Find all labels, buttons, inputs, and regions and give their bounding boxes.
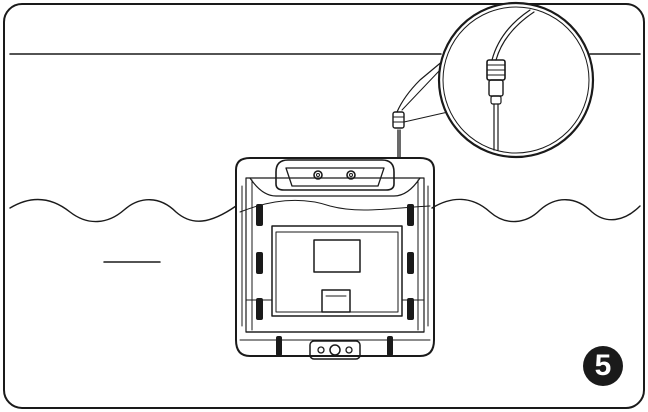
zoom-line-top [401,69,441,111]
robot-latch [321,289,351,313]
robot-connector-plate [309,340,361,360]
cable-connector [392,111,405,129]
step-number-badge: 5 [583,346,623,386]
top-screw-right-icon [346,170,356,180]
illustration-frame [3,3,645,409]
magnified-connector-inset [437,1,595,159]
water-wave-left [9,198,237,223]
water-wave-on-robot [239,199,431,213]
pool-robot [235,157,435,360]
water-wave-right [431,198,641,223]
robot-display-window [313,239,361,273]
top-screw-left-icon [313,170,323,180]
zoom-line-bottom [403,111,449,123]
